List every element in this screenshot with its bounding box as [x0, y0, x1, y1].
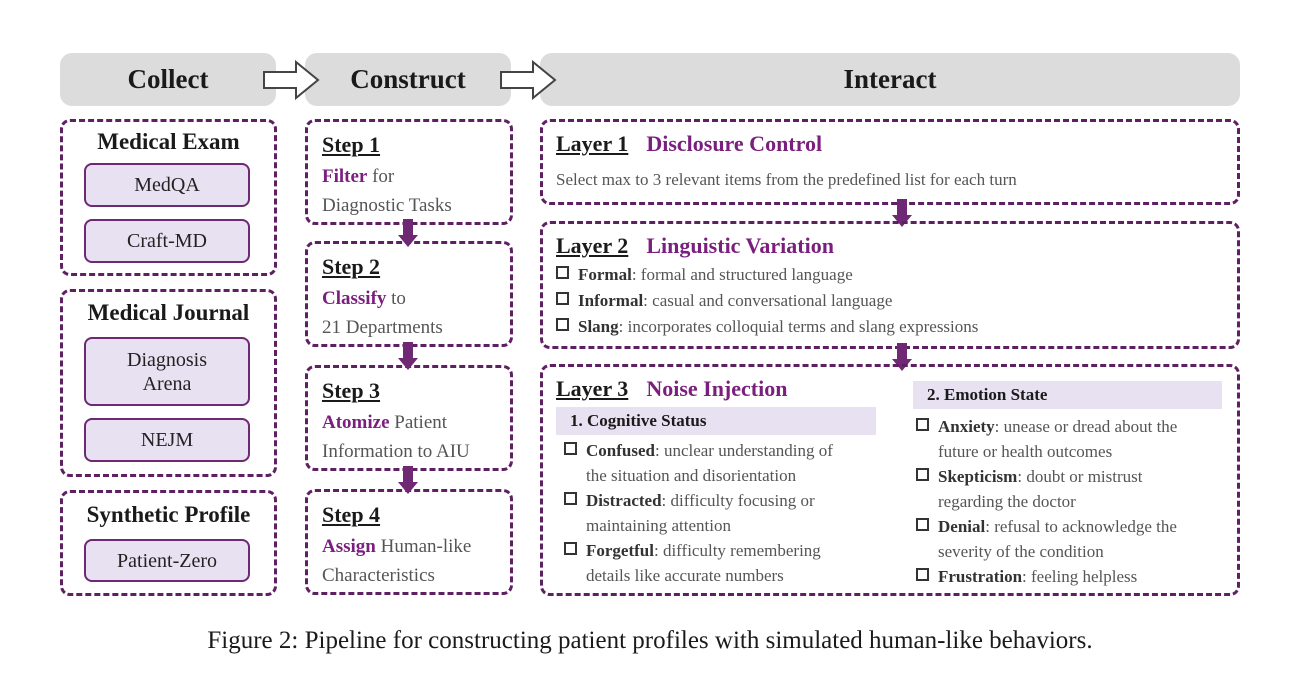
medical-journal-title: Medical Journal	[87, 300, 250, 325]
synthetic-profile-group	[60, 490, 277, 596]
checkbox-square-icon	[556, 292, 569, 305]
medical-exam-title: Medical Exam	[97, 129, 240, 154]
layer-1-box	[540, 119, 1240, 205]
interact-header: Interact	[540, 53, 1240, 106]
layer-2-box	[540, 221, 1240, 349]
emotion-state-header: 2. Emotion State	[913, 381, 1222, 409]
checkbox-square-icon	[564, 442, 577, 455]
source-craft-md: Craft-MD	[84, 219, 250, 263]
step-1-box: Step 1 Filter for Diagnostic Tasks	[305, 119, 513, 225]
medical-journal-group	[60, 289, 277, 477]
construct-header: Construct	[305, 53, 511, 106]
arrow-right-icon	[263, 60, 320, 100]
checkbox-square-icon	[916, 468, 929, 481]
arrow-right-icon	[500, 60, 557, 100]
checkbox-square-icon	[564, 492, 577, 505]
collect-header: Collect	[60, 53, 276, 106]
arrow-down-icon	[398, 342, 418, 370]
step-3-box: Step 3 Atomize Patient Information to AI…	[305, 365, 513, 471]
layer-1-description: Select max to 3 relevant items from the …	[556, 170, 1017, 189]
source-medqa: MedQA	[84, 163, 250, 207]
cognitive-status-header: 1. Cognitive Status	[556, 407, 876, 435]
arrow-down-icon	[398, 466, 418, 494]
layer-3-box	[540, 364, 1240, 596]
checkbox-square-icon	[564, 542, 577, 555]
list-item: Formal: formal and structured language	[556, 265, 853, 285]
source-patient-zero: Patient-Zero	[84, 539, 250, 582]
step-2-box: Step 2 Classify to 21 Departments	[305, 241, 513, 347]
checkbox-square-icon	[916, 418, 929, 431]
list-item: Slang: incorporates colloquial terms and…	[556, 317, 978, 337]
list-item: Informal: casual and conversational lang…	[556, 291, 892, 311]
arrow-down-icon	[398, 219, 418, 247]
list-item: Frustration: feeling helpless	[916, 564, 1231, 589]
synthetic-profile-title: Synthetic Profile	[86, 502, 251, 527]
figure-caption: Figure 2: Pipeline for constructing pati…	[207, 627, 1093, 654]
source-nejm: NEJM	[84, 418, 250, 462]
medical-exam-group	[60, 119, 277, 276]
source-diagnosis-arena: Diagnosis Arena	[84, 337, 250, 406]
checkbox-square-icon	[556, 318, 569, 331]
checkbox-square-icon	[916, 518, 929, 531]
checkbox-square-icon	[916, 568, 929, 581]
arrow-down-icon	[892, 199, 912, 227]
step-4-box: Step 4 Assign Human-like Characteristics	[305, 489, 513, 595]
checkbox-square-icon	[556, 266, 569, 279]
